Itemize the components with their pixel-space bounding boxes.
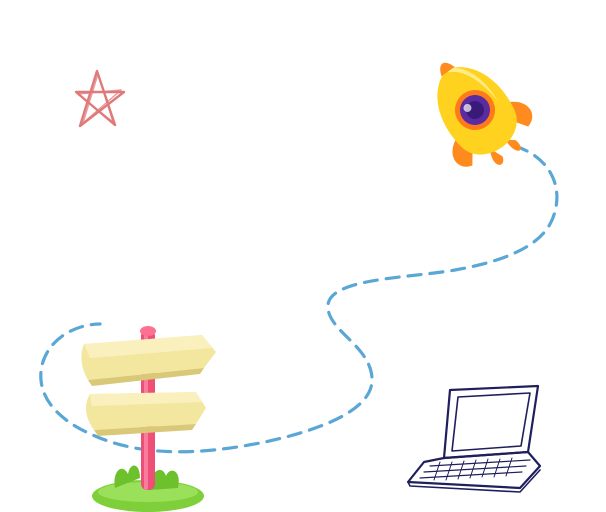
star-icon <box>74 69 126 128</box>
rocket-icon <box>437 62 533 167</box>
signpost-icon <box>81 326 216 512</box>
laptop-icon <box>406 384 542 493</box>
dashed-path-icon <box>39 144 559 454</box>
